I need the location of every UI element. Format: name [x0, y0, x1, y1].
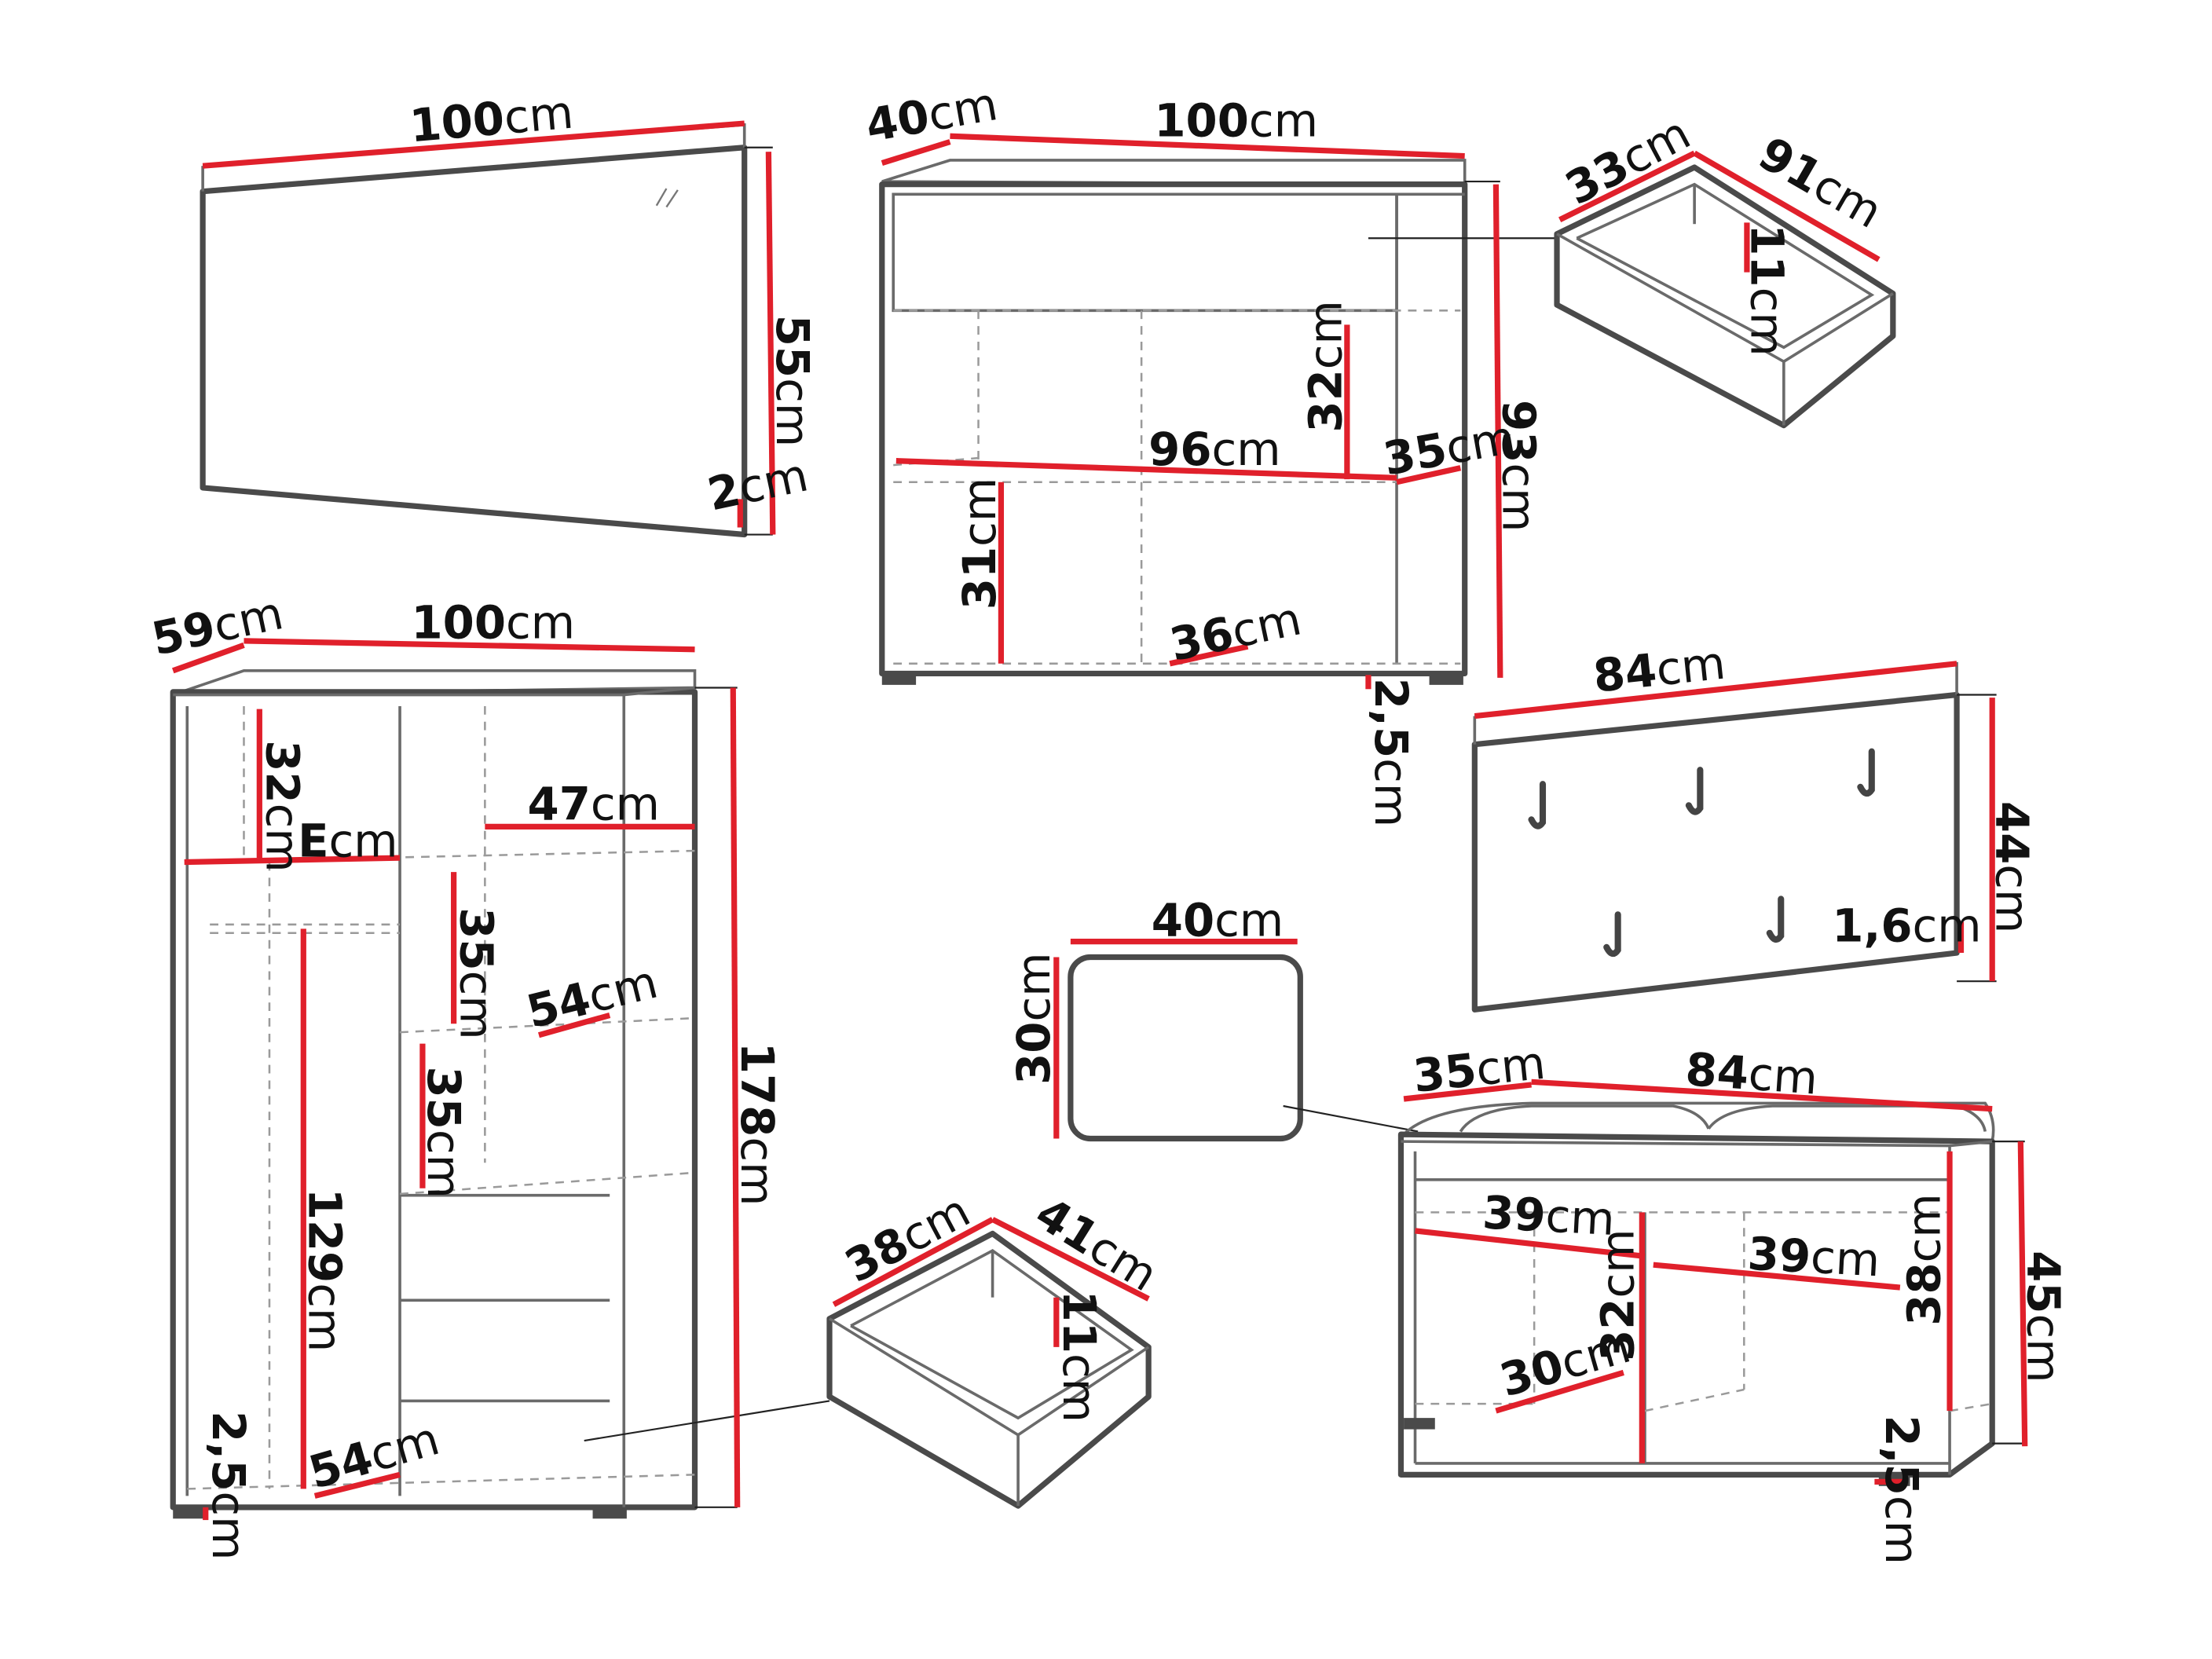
drawer-bottom-depth-dim [991, 1217, 1150, 1302]
bench-left-width-label: 39cm [1481, 1185, 1617, 1246]
drawer-top-drawing: 33cm 91cm 11cm [1554, 106, 1896, 429]
top-cabinet-depth-label: 40cm [862, 77, 1002, 152]
top-cabinet-width-label: 100cm [1154, 93, 1318, 147]
cushion-shape [1068, 954, 1303, 1142]
top-cabinet-height-label: 93cm [1492, 400, 1545, 532]
wardrobe-shelf-width-label: 47cm [528, 777, 660, 830]
wardrobe-depth-dim [172, 642, 245, 674]
coat-panel-width-label: 84cm [1591, 636, 1728, 703]
top-cabinet-top-compartment-label: 32cm [1299, 300, 1353, 432]
coat-hook-icon [1685, 767, 1704, 815]
mirror-width-dim [202, 120, 745, 169]
mirror-height-label: 55cm [766, 315, 819, 447]
mirror-width-label: 100cm [408, 86, 576, 153]
wardrobe-shelf-depth-1-dim [537, 1012, 611, 1038]
wardrobe-drawing: 59cm 100cm 178cm 32cm Ecm 47cm 35cm 54cm… [147, 586, 830, 1560]
bench-body [1397, 1131, 1995, 1478]
bench-right-width-dim [1653, 1262, 1901, 1291]
drawer-top-height-label: 11cm [1740, 224, 1793, 356]
wardrobe-shelf-height-2-label: 35cm [417, 1066, 471, 1198]
top-cabinet-inner-depth-dim [1396, 465, 1462, 485]
bench-right-width-label: 39cm [1746, 1227, 1881, 1287]
coat-panel-board [1471, 691, 1960, 1013]
top-cabinet-bottom-compartment-label: 31cm [953, 478, 1006, 610]
wardrobe-width-dim [244, 638, 695, 653]
drawer-top-depth-dim [1693, 150, 1881, 262]
cushion-drawing: 40cm 30cm [1007, 893, 1419, 1142]
top-cabinet-body [879, 181, 1468, 677]
coat-panel-drawing: 84cm 44cm 1,6cm [1471, 636, 2039, 1013]
bench-feet-label: 2,5cm [1875, 1415, 1928, 1565]
drawer-bottom-width-dim [832, 1217, 994, 1307]
top-cabinet-bottom-depth-dim [1169, 643, 1249, 667]
bench-drawing: 35cm 84cm 45cm 39cm 39cm 32cm 38cm 30cm … [1397, 1036, 2070, 1565]
bench-depth-dim [1403, 1082, 1532, 1102]
coat-hook-icon [1857, 748, 1875, 797]
coat-panel-thickness-label: 1,6cm [1832, 899, 1981, 953]
top-cabinet-width-dim [950, 133, 1465, 159]
bench-height-label: 45cm [2016, 1251, 2070, 1382]
top-cabinet-drawing: 40cm 100cm 93cm 32cm 96cm 35cm 31cm 36cm… [862, 77, 1560, 827]
wardrobe-depth-label: 59cm [147, 586, 287, 666]
drawer-top-box [1554, 164, 1896, 429]
coat-panel-width-dim [1474, 661, 1957, 720]
coat-hook-icon [1603, 911, 1621, 958]
bench-width-dim [1531, 1079, 1993, 1112]
top-cabinet-feet-label: 2,5cm [1364, 678, 1418, 827]
wardrobe-foot-left [173, 1507, 207, 1519]
bench-left-width-dim [1415, 1228, 1646, 1259]
top-cabinet-height-dim [1492, 184, 1503, 678]
wardrobe-shelf-height-1-label: 35cm [450, 907, 504, 1039]
coat-hook-icon [1766, 895, 1785, 943]
wardrobe-shelf-top-label: 32cm [255, 740, 309, 872]
cushion-height-label: 30cm [1007, 953, 1060, 1085]
cushion-width-label: 40cm [1152, 893, 1284, 947]
mirror-drawing: 100cm 55cm 2cm [200, 86, 819, 538]
mirror-height-dim [765, 152, 776, 535]
bench-foot-left [1404, 1418, 1435, 1430]
top-cabinet-foot-right [1429, 673, 1463, 685]
wardrobe-height-label: 178cm [731, 1042, 784, 1207]
top-cabinet-inner-width-label: 96cm [1148, 423, 1280, 476]
drawer-bottom-drawing: 38cm 41cm 11cm [826, 1184, 1167, 1509]
wardrobe-feet-label: 2,5cm [202, 1411, 255, 1560]
mirror-frame [200, 145, 748, 538]
top-cabinet-inner-width-dim [895, 458, 1397, 481]
bench-seat-cushions [1400, 1101, 1995, 1143]
wardrobe-hanging-label: 129cm [298, 1188, 352, 1353]
wardrobe-height-dim [730, 687, 741, 1507]
top-cabinet-inner-depth-label: 35cm [1379, 410, 1519, 485]
top-cabinet-top [881, 159, 1467, 186]
top-cabinet-foot-left [881, 673, 917, 685]
wardrobe-rail-label: Ecm [298, 814, 397, 867]
bench-inner-depth-dim [1495, 1369, 1624, 1414]
bench-inner-height-left-label: 32cm [1591, 1229, 1645, 1361]
bench-inner-height-right-label: 38cm [1897, 1193, 1950, 1325]
bench-height-dim [2017, 1141, 2028, 1447]
wardrobe-rail-dim [184, 855, 401, 866]
drawer-bottom-height-label: 11cm [1053, 1291, 1106, 1423]
wardrobe-foot-right [592, 1507, 627, 1519]
coat-panel-height-label: 44cm [1986, 801, 2039, 933]
drawer-bottom-box [826, 1230, 1152, 1509]
coat-hook-icon [1528, 781, 1547, 830]
bench-width-label: 84cm [1684, 1042, 1820, 1105]
bench-depth-label: 35cm [1411, 1036, 1548, 1103]
drawer-top-width-dim [1558, 150, 1696, 223]
wardrobe-width-label: 100cm [411, 595, 575, 649]
mirror-glare-icon [655, 188, 668, 207]
top-cabinet-depth-dim [881, 139, 951, 167]
wardrobe-bottom-depth-dim [313, 1471, 401, 1499]
